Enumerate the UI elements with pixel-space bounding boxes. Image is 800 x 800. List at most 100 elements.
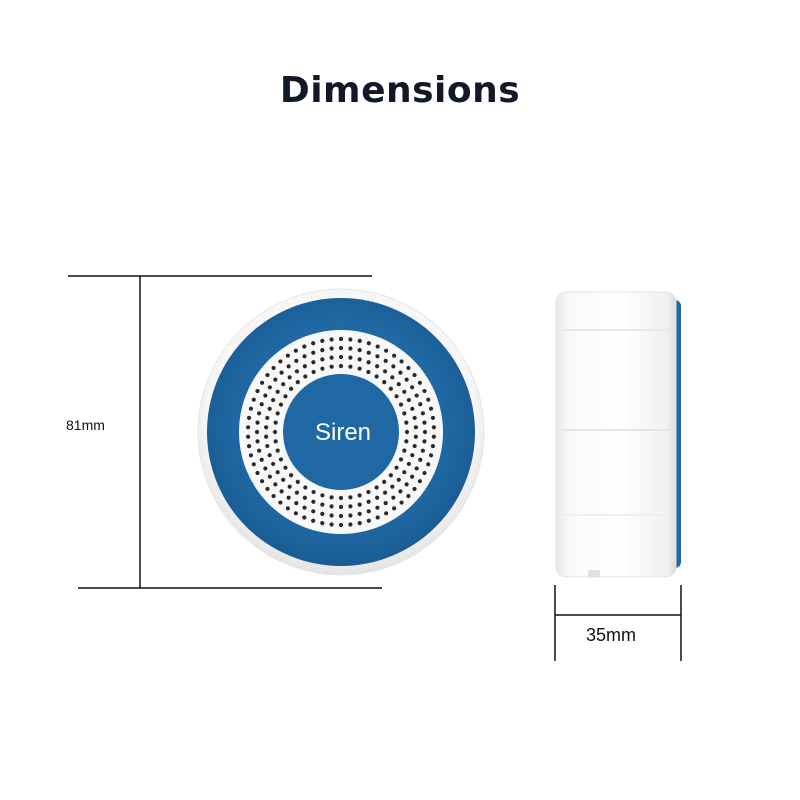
grille-hole	[286, 364, 291, 369]
grille-hole	[338, 354, 344, 360]
grille-hole	[348, 522, 353, 527]
grille-hole	[273, 377, 278, 382]
grille-hole	[259, 402, 264, 407]
grille-hole	[275, 470, 280, 475]
grille-hole	[417, 479, 423, 484]
grille-hole	[278, 457, 284, 462]
grille-hole	[329, 346, 334, 351]
grille-hole	[275, 411, 280, 416]
grille-hole	[366, 369, 371, 375]
grille-hole	[357, 338, 362, 343]
grille-hole	[271, 365, 276, 371]
grille-hole	[382, 490, 388, 495]
grille-hole	[281, 477, 286, 482]
grille-hole	[287, 484, 292, 489]
grille-hole	[388, 473, 393, 478]
grille-hole	[398, 370, 403, 375]
grille-hole	[396, 477, 401, 482]
grille-hole	[375, 515, 380, 520]
grille-hole	[375, 354, 380, 359]
grille-hole	[426, 397, 431, 402]
grille-hole	[366, 341, 371, 346]
grille-hole	[279, 370, 284, 375]
grille-hole	[414, 466, 419, 471]
grille-hole	[374, 374, 379, 379]
grille-hole	[392, 506, 397, 511]
grille-hole	[402, 448, 407, 453]
grille-hole	[311, 509, 316, 514]
grille-hole	[279, 489, 284, 494]
siren-front-view: Siren	[197, 288, 485, 576]
grille-hole	[375, 364, 380, 369]
grille-hole	[412, 443, 417, 449]
grille-hole	[329, 513, 334, 518]
grille-hole	[294, 358, 299, 363]
grille-hole	[302, 344, 307, 349]
grille-hole	[384, 511, 389, 516]
grille-hole	[302, 495, 307, 500]
grille-hole	[418, 457, 423, 462]
grille-hole	[412, 415, 417, 421]
grille-hole	[275, 448, 280, 453]
grille-hole	[293, 511, 298, 516]
grille-hole	[431, 434, 436, 439]
grille-hole	[272, 429, 278, 435]
grille-hole	[406, 397, 411, 403]
grille-hole	[366, 360, 371, 365]
grille-hole	[302, 354, 307, 359]
grille-hole	[366, 489, 371, 495]
grille-hole	[254, 429, 260, 435]
grille-hole	[311, 369, 316, 375]
grille-hole	[398, 489, 403, 494]
grille-hole	[263, 393, 268, 398]
grille-hole	[338, 513, 344, 519]
grille-hole	[248, 406, 254, 411]
grille-hole	[402, 411, 407, 416]
grille-hole	[338, 522, 344, 528]
grille-hole	[410, 406, 415, 411]
grille-hole	[320, 338, 325, 343]
grille-hole	[357, 511, 362, 516]
grille-hole	[394, 465, 399, 470]
grille-hole	[404, 482, 409, 487]
grille-hole	[348, 346, 353, 351]
grille-hole	[338, 345, 344, 351]
grille-hole	[410, 385, 415, 390]
grille-hole	[413, 434, 418, 439]
siren-side-body	[555, 291, 677, 578]
grille-hole	[382, 369, 388, 374]
grille-hole	[384, 348, 389, 353]
grille-hole	[259, 479, 265, 484]
grille-hole	[420, 411, 425, 416]
grille-hole	[417, 380, 423, 385]
grille-hole	[275, 389, 280, 394]
grille-hole	[311, 341, 316, 346]
grille-hole	[390, 484, 395, 489]
grille-hole	[398, 402, 404, 407]
grille-hole	[263, 466, 268, 471]
grille-hole	[402, 389, 407, 394]
grille-hole	[396, 382, 401, 387]
grille-hole	[348, 495, 353, 500]
grille-hole	[273, 482, 278, 487]
grille-hole	[366, 499, 371, 504]
grille-hole	[293, 348, 298, 353]
grille-hole	[303, 374, 308, 379]
grille-hole	[265, 372, 270, 378]
grille-hole	[259, 457, 264, 462]
grille-hole	[431, 425, 436, 430]
grille-hole	[410, 453, 415, 458]
grille-hole	[428, 406, 434, 411]
grille-hole	[338, 504, 344, 510]
grille-hole	[246, 415, 252, 421]
grille-hole	[357, 366, 362, 371]
grille-hole	[271, 461, 276, 467]
grille-hole	[399, 359, 404, 364]
grille-hole	[311, 350, 316, 355]
grille-hole	[271, 493, 276, 499]
grille-hole	[404, 377, 409, 382]
grille-hole	[348, 504, 353, 509]
grille-hole	[302, 515, 307, 520]
grille-hole	[287, 375, 292, 380]
